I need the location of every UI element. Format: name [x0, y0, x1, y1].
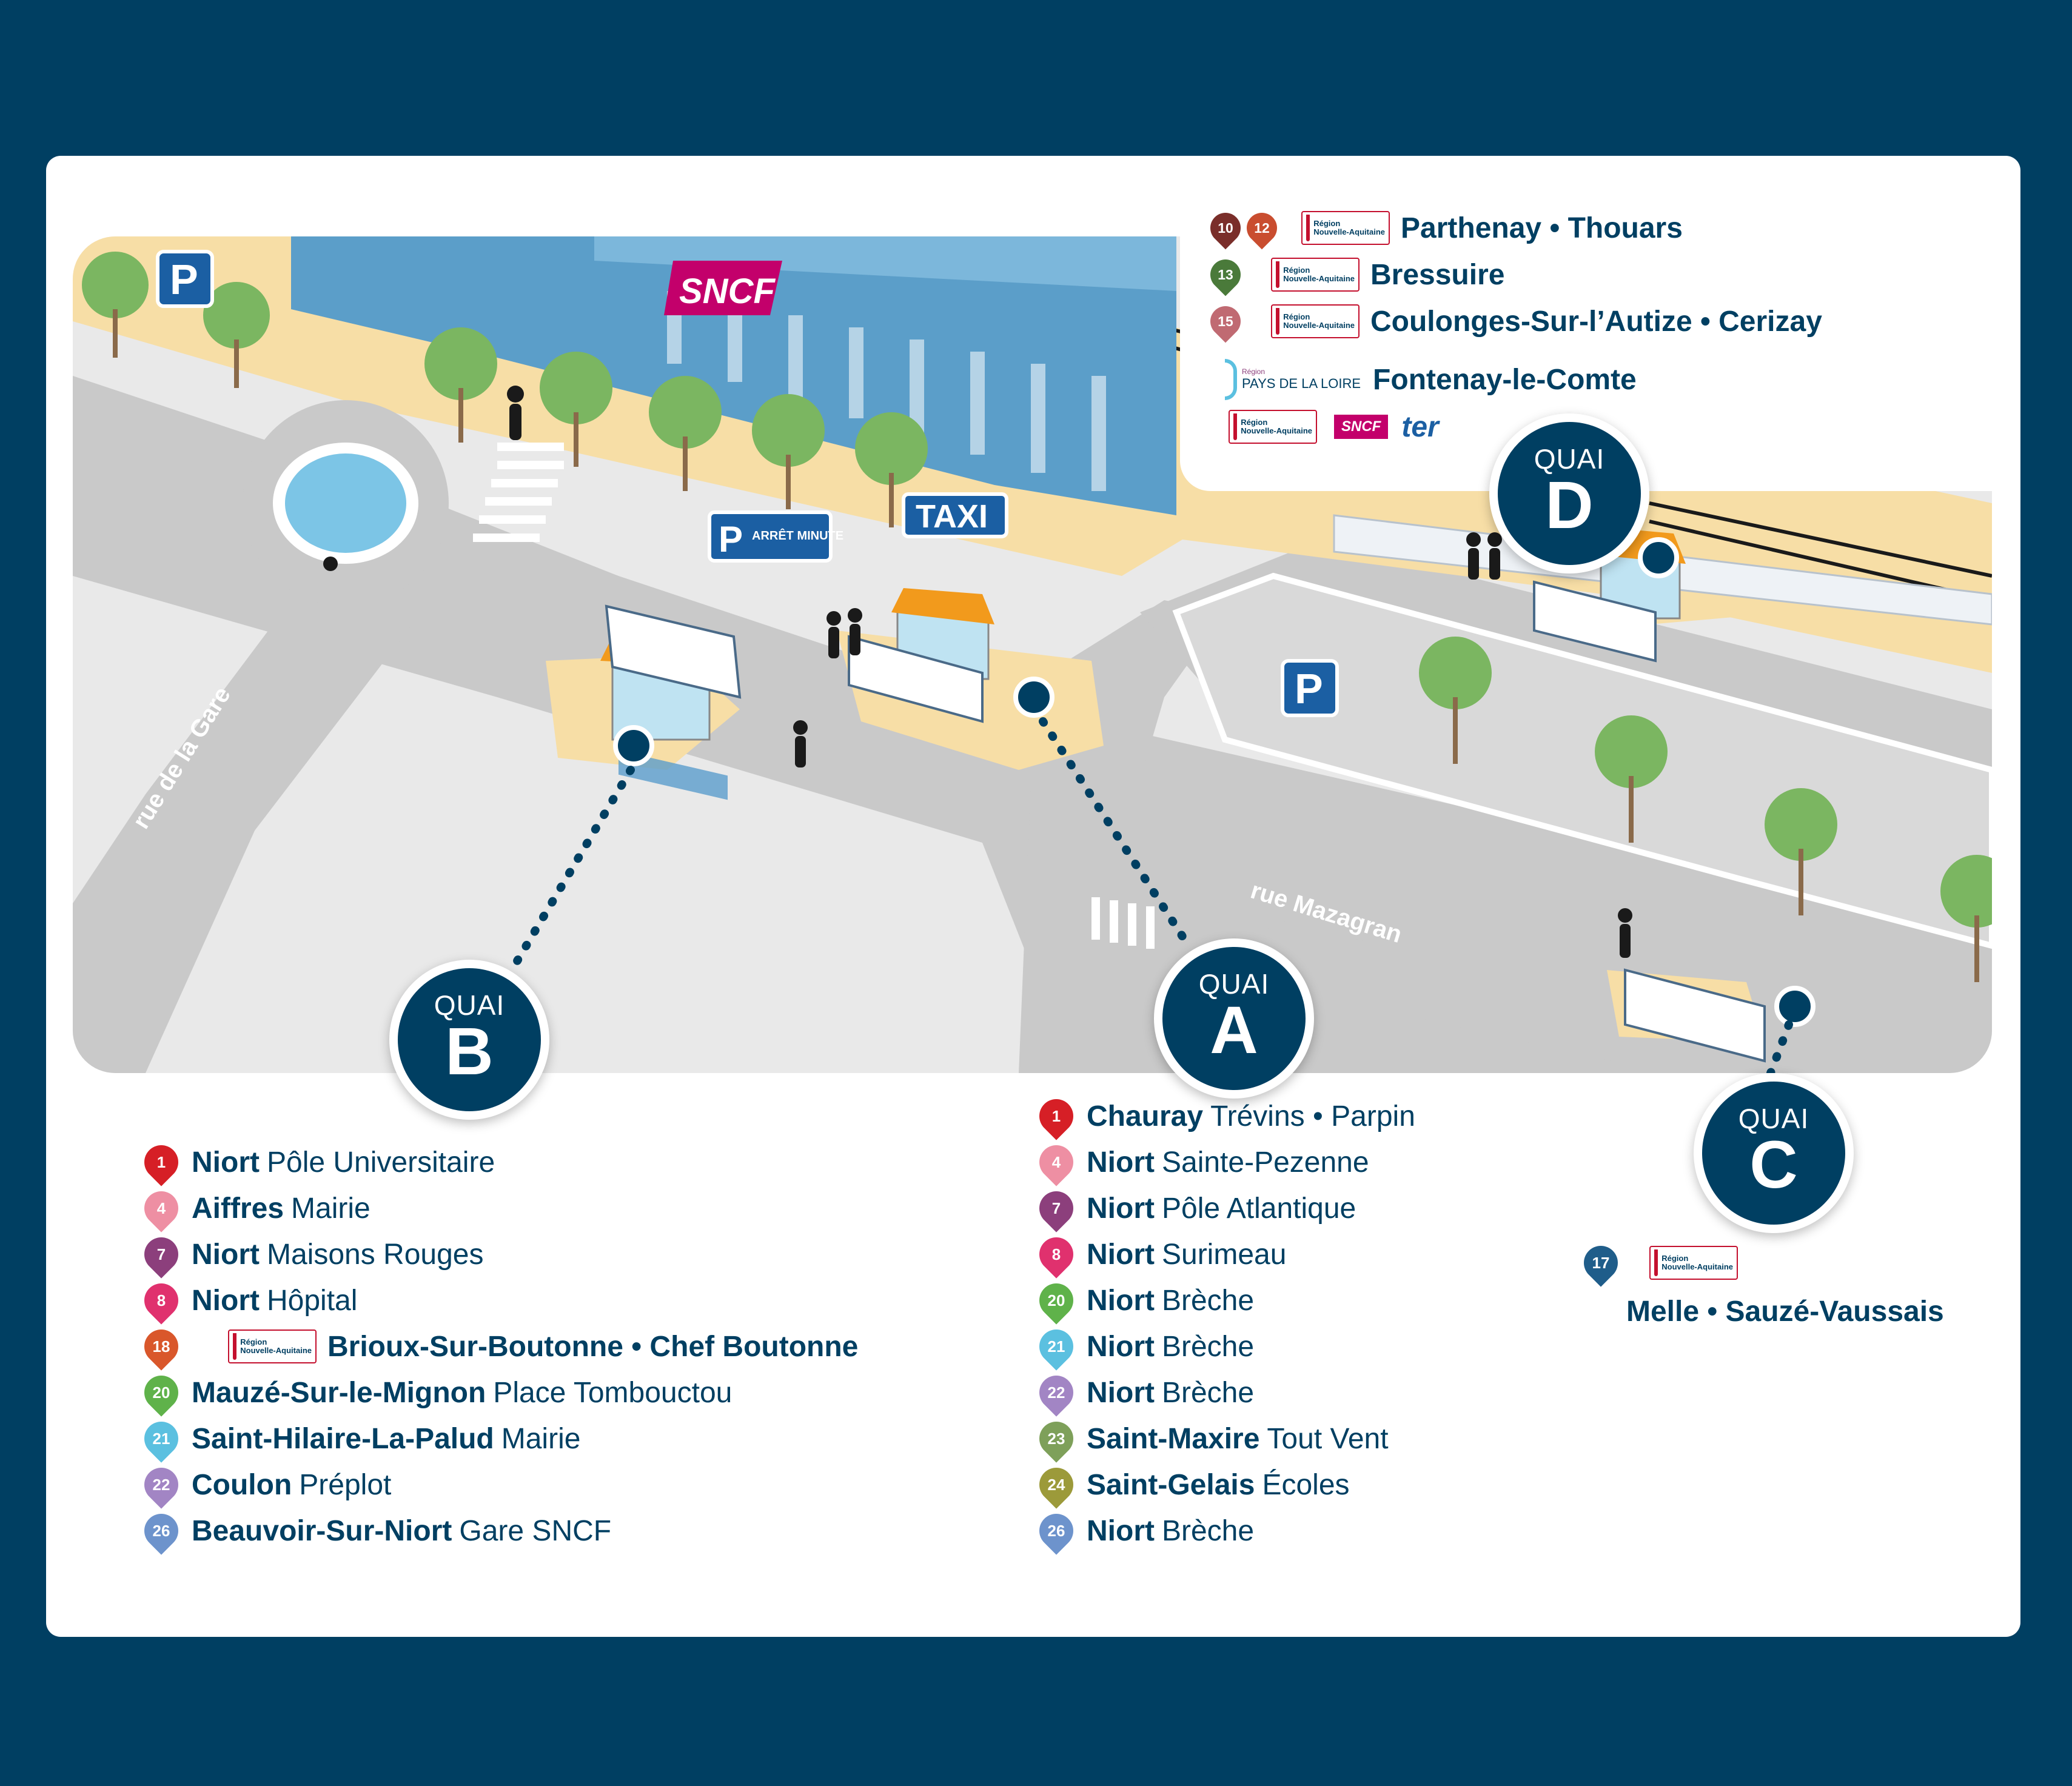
- bus-icon: [605, 580, 1766, 1063]
- destination-label: Fontenay-le-Comte: [1373, 363, 1637, 396]
- quai-connectors: [511, 717, 1793, 1073]
- svg-text:P: P: [1295, 665, 1323, 712]
- line-badge-icon: 13: [1204, 253, 1247, 296]
- sncf-logo-icon: SNCF: [1334, 415, 1389, 439]
- line-badge-icon: 10: [1204, 206, 1247, 250]
- arret-minute-sign: P ARRÊT MINUTE: [708, 510, 843, 563]
- line-badge-icon: 17: [1577, 1239, 1625, 1287]
- svg-text:P: P: [170, 256, 198, 303]
- pedestrians: [323, 386, 1632, 958]
- line-badge-icon: 22: [137, 1460, 186, 1509]
- fountain-water: [285, 453, 406, 553]
- pays-de-la-loire-logo-icon: Région PAYS DE LA LOIRE: [1225, 359, 1361, 400]
- line-badge-icon: 23: [1032, 1414, 1081, 1463]
- destination-label: Bressuire: [1370, 258, 1505, 291]
- line-badge-icon: 26: [1032, 1507, 1081, 1555]
- line-badge-icon: 18: [137, 1322, 186, 1371]
- line-badge-icon: 8: [137, 1276, 186, 1325]
- line-badge-icon: 15: [1204, 299, 1247, 343]
- svg-text:P: P: [719, 519, 743, 560]
- line-badge-icon: 24: [1032, 1460, 1081, 1509]
- destination-label: Parthenay • Thouars: [1401, 212, 1683, 244]
- ter-logo-icon: ter: [1401, 410, 1439, 443]
- line-badge-icon: 4: [137, 1184, 186, 1232]
- line-badge-icon: 22: [1032, 1368, 1081, 1417]
- line-badge-icon: 4: [1032, 1138, 1081, 1186]
- crosswalks: [473, 443, 1155, 949]
- sncf-logo: SNCF: [679, 272, 776, 311]
- destination-label: Coulonges-Sur-l’Autize • Cerizay: [1370, 305, 1822, 338]
- line-badge-icon: 26: [137, 1507, 186, 1555]
- line-badge-icon: 7: [1032, 1184, 1081, 1232]
- parking-sign-2: P: [1281, 659, 1339, 717]
- line-badge-icon: 8: [1032, 1230, 1081, 1279]
- line-badge-icon: 20: [137, 1368, 186, 1417]
- svg-text:ARRÊT MINUTE: ARRÊT MINUTE: [752, 528, 843, 543]
- line-badge-icon: 7: [137, 1230, 186, 1279]
- line-badge-icon: 21: [1032, 1322, 1081, 1371]
- stop-markers: [613, 537, 1816, 1027]
- taxi-sign: TAXI: [902, 492, 1008, 538]
- line-badge-icon: 1: [1032, 1092, 1081, 1140]
- line-badge-icon: 21: [137, 1414, 186, 1463]
- quai-c-destination: Melle • Sauzé-Vaussais: [1626, 1295, 1944, 1328]
- quai-d-line-row: Région PAYS DE LA LOIRE Fontenay-le-Comt…: [1225, 359, 1637, 400]
- line-badge-icon: 1: [137, 1138, 186, 1186]
- parking-sign-1: P: [156, 250, 214, 308]
- line-badge-icon: 20: [1032, 1276, 1081, 1325]
- svg-text:TAXI: TAXI: [916, 498, 988, 535]
- trees: [82, 252, 1992, 982]
- line-badge-icon: 12: [1240, 206, 1284, 250]
